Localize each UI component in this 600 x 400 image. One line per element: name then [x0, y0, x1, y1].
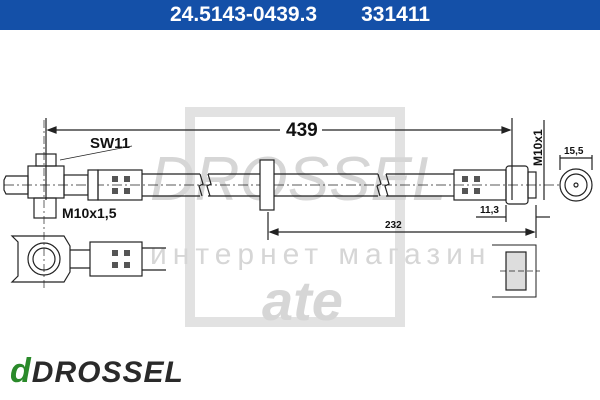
ref-number: 331411 [361, 3, 431, 26]
logo-name: DROSSEL [31, 356, 184, 389]
header-bar: 24.5143-0439.3 331411 [0, 0, 600, 30]
fitting-diameter-label: 15,5 [564, 146, 584, 157]
bracket-distance-label: 232 [385, 220, 402, 231]
total-length-label: 439 [286, 120, 318, 141]
wrench-size-label: SW11 [90, 135, 130, 152]
fitting-length-label: 11,3 [480, 205, 499, 216]
drossel-logo: dDROSSEL [10, 352, 184, 391]
part-number: 24.5143-0439.3 [169, 3, 318, 26]
watermark-brand: DROSSEL [150, 145, 446, 214]
watermark: DROSSEL интернет магазин ate [150, 107, 491, 332]
ate-logo: ate [262, 269, 343, 332]
logo-mark: d [10, 352, 32, 390]
watermark-subtitle: интернет магазин [150, 238, 491, 271]
left-thread-label: M10x1,5 [62, 205, 117, 221]
right-thread-label: M10x1 [531, 129, 545, 166]
